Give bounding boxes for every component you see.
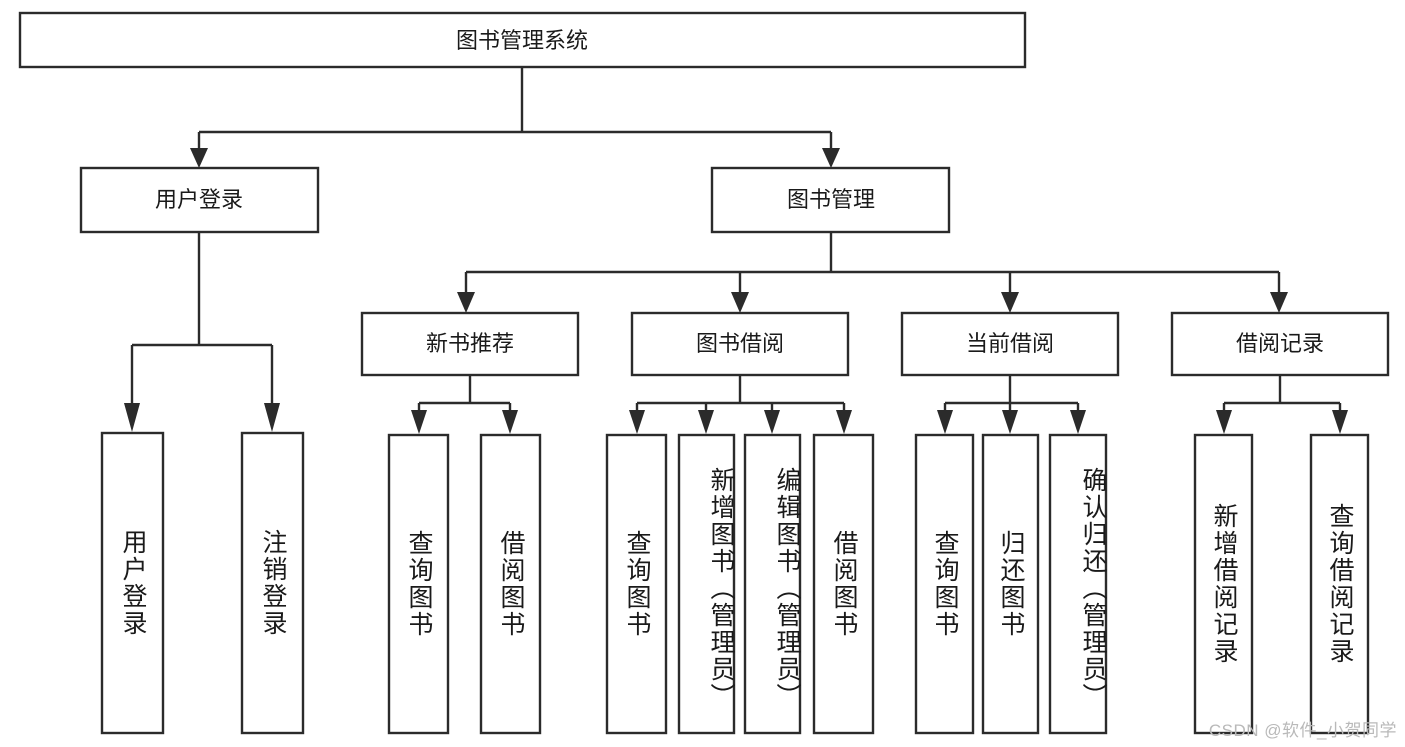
arrow-to-leaf-user-login — [124, 403, 140, 432]
node-book-borrow-box[interactable] — [630, 311, 850, 377]
arrow-to-leaf-logout-login — [264, 403, 280, 432]
arrow-to-leaf-query-book-1 — [411, 410, 427, 434]
node-current-borrow-label: 当前借阅 — [966, 331, 1054, 356]
node-book-management-label: 图书管理 — [787, 187, 875, 212]
arrow-to-book-management — [822, 148, 840, 168]
leaf-box-confirm-return-admin[interactable] — [1048, 433, 1108, 735]
leaf-box-query-book-1[interactable] — [387, 433, 450, 735]
leaf-box-logout-login[interactable] — [240, 431, 305, 735]
leaf-box-return-book[interactable] — [981, 433, 1040, 735]
node-current-borrow[interactable]: 当前借阅 — [900, 311, 1120, 377]
node-book-borrow-label: 图书借阅 — [696, 331, 784, 356]
arrow-to-leaf-return-book — [1002, 410, 1018, 434]
node-root[interactable]: 图书管理系统 — [18, 11, 1027, 69]
node-new-book-recommend-box[interactable] — [360, 311, 580, 377]
node-borrow-record-label: 借阅记录 — [1236, 331, 1324, 356]
arrow-to-leaf-add-book-admin — [698, 410, 714, 434]
arrow-to-leaf-query-book-2 — [629, 410, 645, 434]
arrow-to-leaf-add-borrow-record — [1216, 410, 1232, 434]
node-root-box[interactable] — [18, 11, 1027, 69]
leaf-box-group — [100, 431, 1370, 735]
node-book-borrow[interactable]: 图书借阅 — [630, 311, 850, 377]
arrow-to-current-borrow — [1001, 292, 1019, 313]
leaf-box-query-borrow-record[interactable] — [1309, 433, 1370, 735]
node-borrow-record[interactable]: 借阅记录 — [1170, 311, 1390, 377]
arrow-to-leaf-borrow-book-1 — [502, 410, 518, 434]
node-root-label: 图书管理系统 — [456, 28, 588, 53]
arrow-to-leaf-borrow-book-2 — [836, 410, 852, 434]
node-book-management-box[interactable] — [710, 166, 951, 234]
leaf-box-add-book-admin[interactable] — [677, 433, 736, 735]
leaf-box-borrow-book-2[interactable] — [812, 433, 875, 735]
arrow-to-leaf-query-borrow-record — [1332, 410, 1348, 434]
arrow-to-leaf-confirm-return-admin — [1070, 410, 1086, 434]
arrow-to-new-book-recommend — [457, 292, 475, 313]
arrow-to-user-login — [190, 148, 208, 168]
connector-group — [124, 67, 1348, 434]
arrow-to-borrow-record — [1270, 292, 1288, 313]
leaf-box-query-book-2[interactable] — [605, 433, 668, 735]
node-new-book-recommend-label: 新书推荐 — [426, 331, 514, 356]
arrow-to-leaf-query-book-3 — [937, 410, 953, 434]
leaf-box-add-borrow-record[interactable] — [1193, 433, 1254, 735]
node-user-login-box[interactable] — [79, 166, 320, 234]
arrow-to-book-borrow — [731, 292, 749, 313]
node-book-management[interactable]: 图书管理 — [710, 166, 951, 234]
node-borrow-record-box[interactable] — [1170, 311, 1390, 377]
leaf-box-user-login[interactable] — [100, 431, 165, 735]
node-current-borrow-box[interactable] — [900, 311, 1120, 377]
node-user-login[interactable]: 用户登录 — [79, 166, 320, 234]
node-new-book-recommend[interactable]: 新书推荐 — [360, 311, 580, 377]
leaf-box-borrow-book-1[interactable] — [479, 433, 542, 735]
leaf-box-edit-book-admin[interactable] — [743, 433, 802, 735]
node-user-login-label: 用户登录 — [155, 187, 243, 212]
arrow-to-leaf-edit-book-admin — [764, 410, 780, 434]
leaf-box-query-book-3[interactable] — [914, 433, 975, 735]
csdn-watermark: CSDN @软件_小贺同学 — [1208, 721, 1397, 740]
